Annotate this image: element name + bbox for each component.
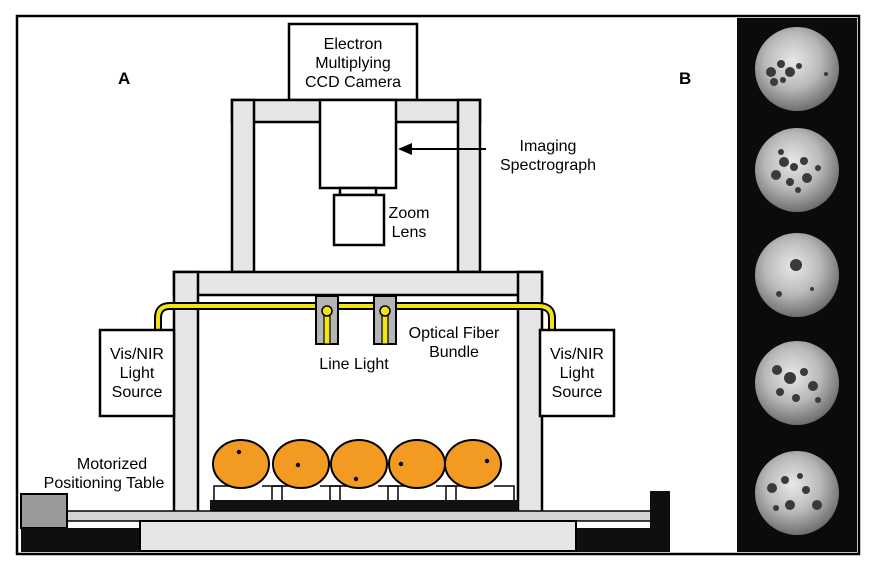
fruit-2 (272, 439, 330, 489)
optical-fiber-label-line2: Bundle (429, 344, 479, 361)
camera-label-line2: Multiplying (315, 55, 391, 72)
light-source-left-line2: Light (120, 365, 155, 382)
table-end-stop (650, 491, 670, 552)
light-source-right-line2: Light (560, 365, 595, 382)
zoom-lens-label-line2: Lens (392, 224, 427, 241)
positioning-table-label-line2: Positioning Table (44, 475, 165, 492)
light-source-right-line3: Source (552, 384, 603, 401)
lower-frame-top-beam (172, 270, 544, 297)
imaging-spectrograph (318, 98, 398, 190)
upper-frame-right-post (456, 98, 482, 274)
optical-fiber-label-line1: Optical Fiber (409, 325, 500, 342)
panel-a-label: A (118, 69, 130, 88)
fruit-5 (444, 439, 502, 489)
table-left-base (21, 528, 141, 552)
camera-label-line1: Electron (324, 36, 383, 53)
light-source-right-line1: Vis/NIR (550, 346, 604, 363)
table-platform (139, 520, 577, 552)
fruit-1 (212, 439, 270, 489)
panel-b: B (679, 18, 857, 552)
line-light-right (373, 295, 397, 345)
fruit-holders (213, 485, 515, 500)
light-source-left-line1: Vis/NIR (110, 346, 164, 363)
apple-image-2 (755, 128, 839, 212)
zoom-lens-label-line1: Zoom (389, 205, 430, 222)
zoom-lens (332, 193, 386, 247)
line-light-label: Line Light (319, 356, 389, 373)
light-source-right-box (538, 328, 616, 418)
table-rail (59, 510, 657, 522)
lower-frame-right-post (516, 270, 544, 524)
camera-label-line3: CCD Camera (305, 74, 401, 91)
apple-image-3 (755, 233, 839, 317)
fruit-4 (388, 439, 446, 489)
apple-image-1 (755, 27, 839, 111)
light-source-left-box (98, 328, 176, 418)
positioning-table-label-line1: Motorized (77, 456, 147, 473)
panel-a: A Electron Multiplying CCD Camera Imagin… (20, 22, 670, 552)
apple-image-5 (755, 451, 839, 535)
spectrograph-label-line2: Spectrograph (500, 157, 596, 174)
optical-fiber-bundle (154, 302, 556, 330)
table-motor (20, 493, 68, 529)
light-source-left-line3: Source (112, 384, 163, 401)
line-light-left (315, 295, 339, 345)
panel-b-label: B (679, 69, 691, 88)
spectrograph-label-line1: Imaging (520, 138, 577, 155)
spectrograph-pointer-arrowhead (398, 143, 412, 155)
fruit-3 (330, 439, 388, 489)
apple-image-4 (755, 341, 839, 425)
upper-frame-left-post (230, 98, 256, 274)
